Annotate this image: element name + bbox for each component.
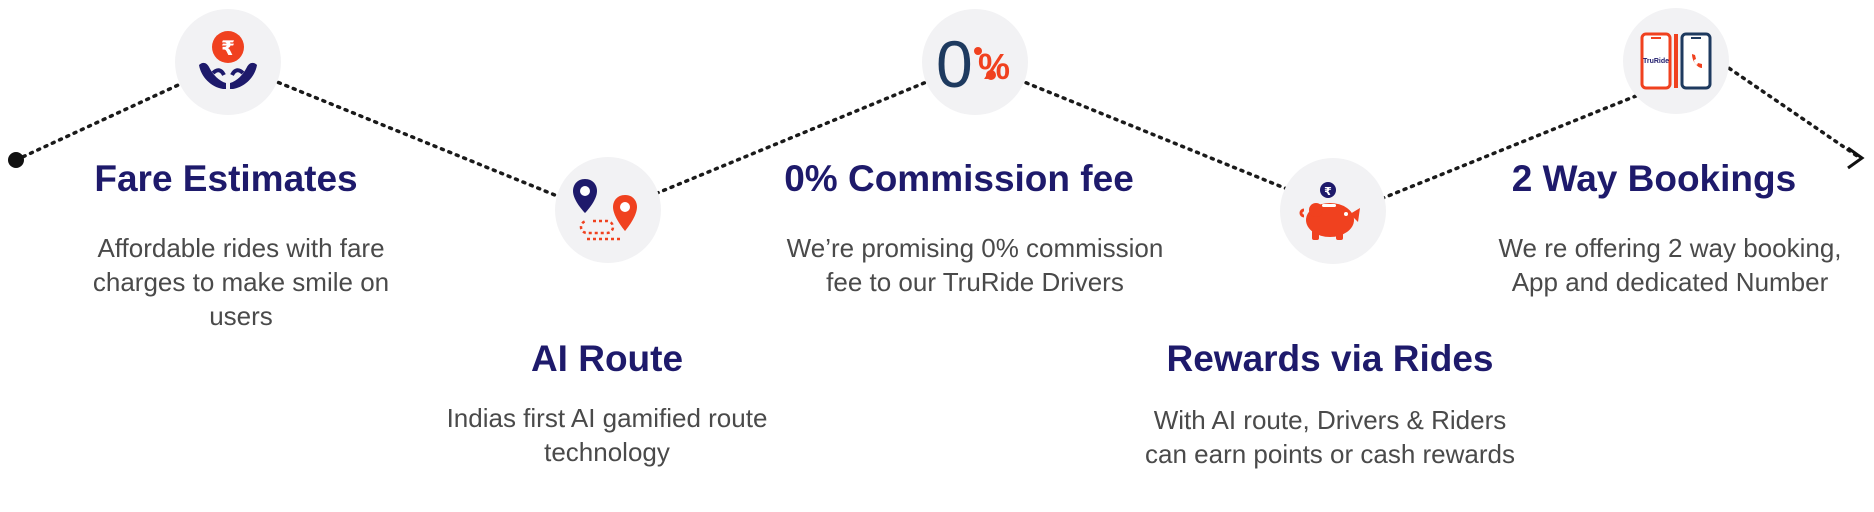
svg-text:₹: ₹ (221, 36, 235, 60)
phone-brand-text: TruRide (1643, 58, 1669, 65)
rewards-description: With AI route, Drivers & Riders can earn… (1145, 405, 1515, 469)
bookings-icon-circle: TruRide (1623, 8, 1729, 114)
ai-route-icon-circle (555, 157, 661, 263)
percent-glyph: % (978, 46, 1010, 87)
commission-description: We’re promising 0% commission fee to our… (786, 233, 1164, 297)
svg-text:₹: ₹ (1324, 185, 1332, 198)
commission-title: 0% Commission fee (784, 158, 1134, 199)
timeline-start-dot (8, 152, 24, 168)
fare-estimates-icon-circle: ₹ (175, 9, 281, 115)
commission-icon-circle: 0 % (922, 9, 1028, 115)
fare-estimates-title: Fare Estimates (94, 158, 358, 199)
piggy-bank-icon: ₹ (1299, 182, 1360, 240)
route-pins-icon (573, 179, 637, 241)
ai-route-description: Indias first AI gamified route technolog… (446, 403, 768, 467)
rewards-title: Rewards via Rides (1166, 338, 1494, 379)
zero-percent-icon: 0 % (936, 27, 1010, 101)
ai-route-title: AI Route (530, 338, 684, 379)
zero-glyph: 0 (936, 27, 973, 101)
phone-booking-icon: TruRide (1640, 32, 1712, 90)
fare-estimates-description: Affordable rides with fare charges to ma… (92, 233, 390, 331)
bookings-description: We re offering 2 way booking, App and de… (1498, 233, 1842, 297)
bookings-title: 2 Way Bookings (1511, 158, 1797, 199)
timeline-arrow-head (1847, 146, 1865, 170)
rewards-icon-circle: ₹ (1280, 158, 1386, 264)
rupee-hands-icon: ₹ (199, 31, 257, 89)
